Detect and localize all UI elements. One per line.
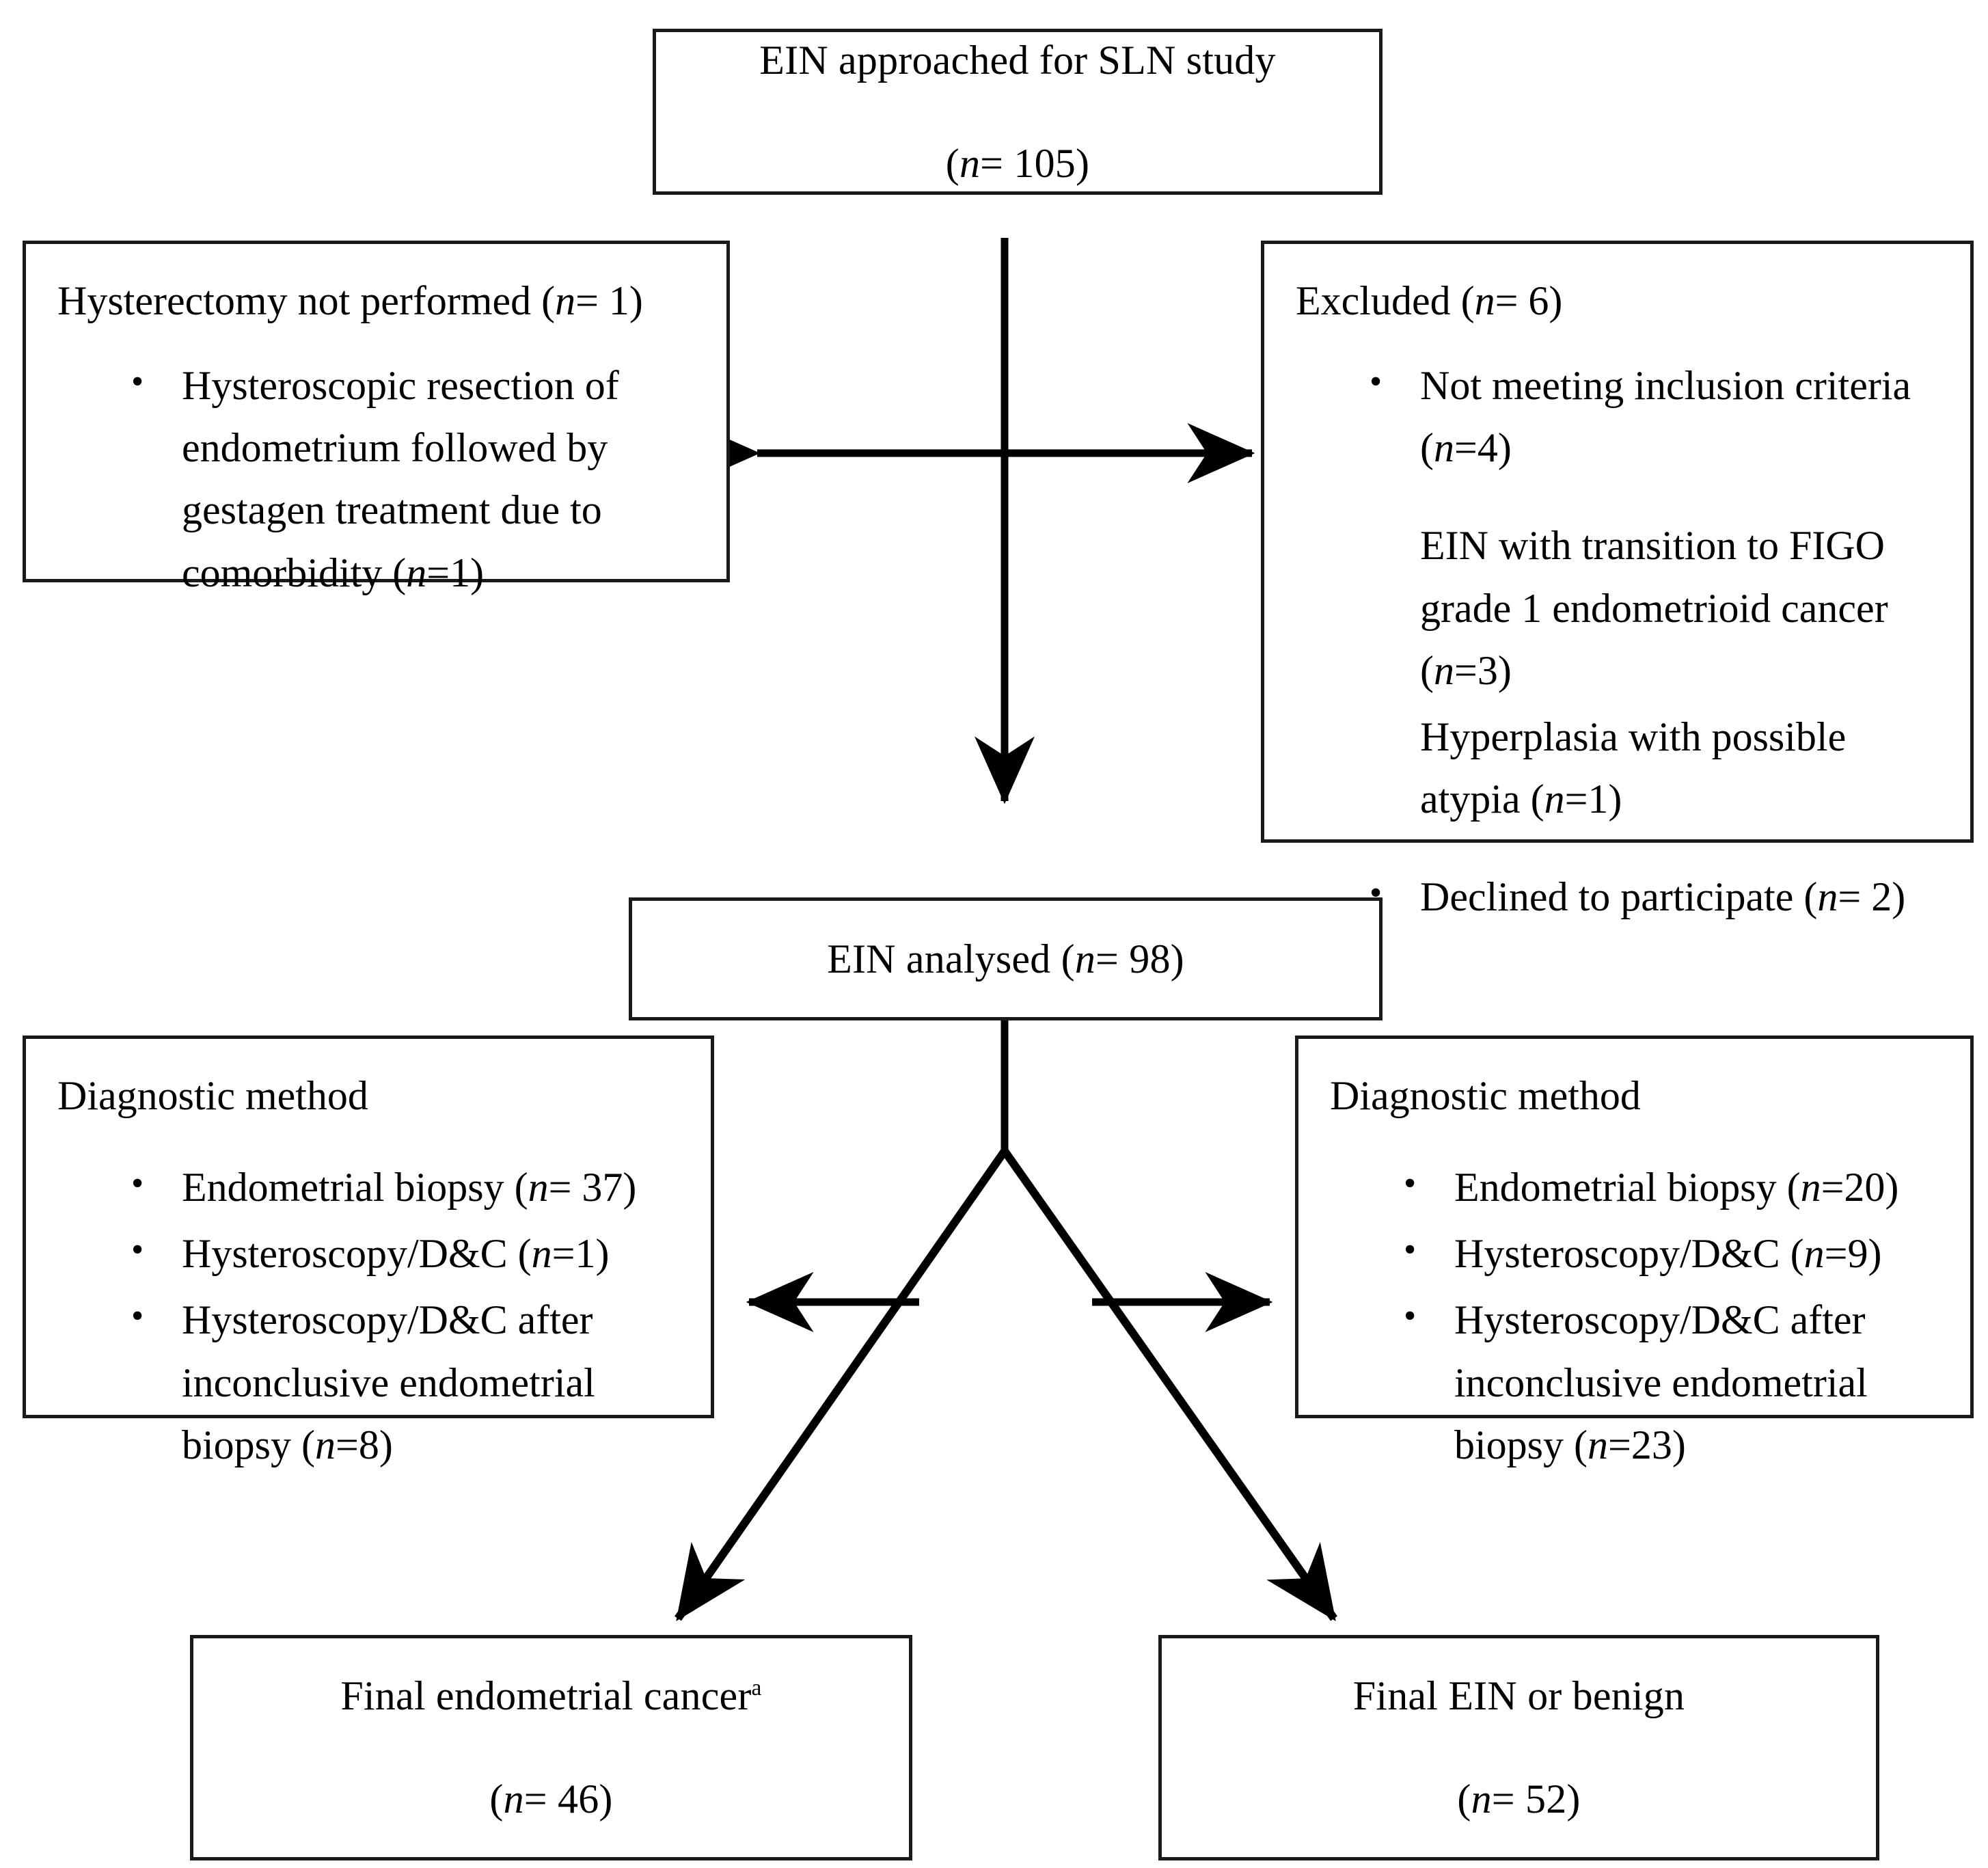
list-item: Hysteroscopy/D&C after inconclusive endo…	[57, 1288, 679, 1476]
excluded-bullet-list: Not meeting inclusion criteria (n=4) EIN…	[1296, 353, 1939, 929]
outcome-right-count: (n= 52)	[1457, 1776, 1581, 1822]
node-hysterectomy-not-performed: Hysterectomy not performed (n= 1) Hyster…	[23, 241, 730, 595]
list-item: Hysteroscopy/D&C (n=1)	[57, 1221, 679, 1285]
list-item: Hysteroscopy/D&C after inconclusive endo…	[1330, 1288, 1939, 1476]
list-item: Hysteroscopy/D&C (n=9)	[1330, 1221, 1939, 1285]
ein-analysed-label: EIN analysed (n= 98)	[827, 936, 1184, 982]
connector-fork-to-outcome-left	[675, 1148, 1008, 1621]
list-item: Hyperplasia with possible atypia (n=1)	[1420, 714, 1847, 822]
node-excluded: Excluded (n= 6) Not meeting inclusion cr…	[1261, 241, 1974, 922]
outcome-right-title: Final EIN or benign	[1352, 1673, 1685, 1718]
list-item: Declined to participate (n= 2)	[1296, 865, 1939, 928]
right-method-header: Diagnostic method	[1330, 1073, 1641, 1118]
node-final-ein-or-benign: Final EIN or benign (n= 52)	[1158, 1635, 1879, 1860]
node-diagnostic-method-cancer: Diagnostic method Endometrial biopsy (n=…	[23, 1035, 714, 1467]
ein-approached-count: (n= 105)	[945, 140, 1090, 186]
left-method-header: Diagnostic method	[57, 1073, 368, 1118]
list-item: Endometrial biopsy (n= 37)	[57, 1155, 679, 1219]
list-item: Hysteroscopic resection of endometrium f…	[57, 353, 695, 604]
node-ein-approached: EIN approached for SLN study (n= 105)	[653, 29, 1383, 195]
list-item: Endometrial biopsy (n=20)	[1330, 1155, 1939, 1219]
left-method-bullet-list: Endometrial biopsy (n= 37) Hysteroscopy/…	[57, 1155, 679, 1476]
excluded-header: Excluded (n= 6)	[1296, 278, 1563, 323]
ein-approached-title: EIN approached for SLN study	[759, 37, 1276, 83]
node-final-endometrial-cancer: Final endometrial cancera (n= 46)	[190, 1635, 912, 1860]
hysterectomy-bullet-list: Hysteroscopic resection of endometrium f…	[57, 353, 695, 604]
outcome-left-count: (n= 46)	[489, 1776, 613, 1822]
node-diagnostic-method-ein-benign: Diagnostic method Endometrial biopsy (n=…	[1295, 1035, 1974, 1467]
node-ein-analysed: EIN analysed (n= 98)	[629, 897, 1383, 1020]
connector-fork-to-outcome-right	[1001, 1148, 1337, 1621]
list-item: Not meeting inclusion criteria (n=4)	[1296, 353, 1939, 479]
list-item: EIN with transition to FIGO grade 1 endo…	[1420, 523, 1888, 693]
outcome-left-title: Final endometrial cancera	[340, 1673, 762, 1718]
right-method-bullet-list: Endometrial biopsy (n=20) Hysteroscopy/D…	[1330, 1155, 1939, 1476]
hysterectomy-header: Hysterectomy not performed (n= 1)	[57, 278, 643, 323]
footnote-marker: a	[751, 1675, 762, 1701]
